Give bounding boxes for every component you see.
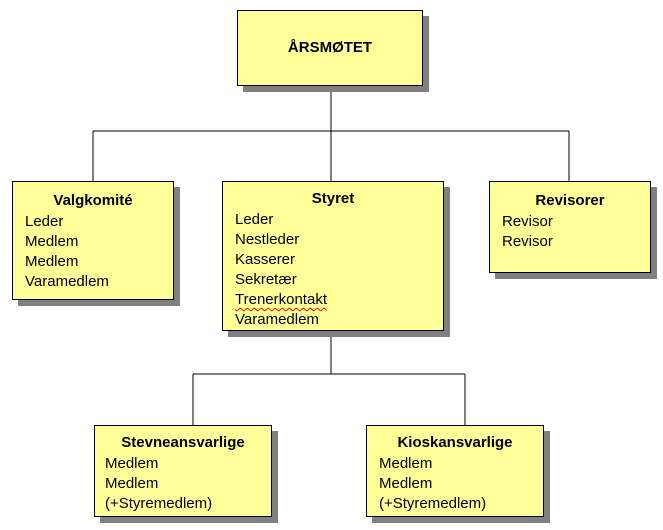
node-item: Leder bbox=[235, 211, 274, 228]
node-item: Varamedlem bbox=[25, 273, 109, 290]
node-item: Nestleder bbox=[235, 231, 300, 248]
node-styret-title: Styret bbox=[311, 190, 355, 207]
node-item: Medlem bbox=[25, 253, 79, 270]
node-item: Medlem bbox=[105, 455, 159, 472]
node-item: (+Styremedlem) bbox=[105, 495, 213, 512]
node-stevneansvarlige: Stevneansvarlige Medlem Medlem (+Styreme… bbox=[94, 425, 272, 517]
node-item: Revisor bbox=[502, 233, 553, 250]
node-styret-items: Leder Nestleder Kasserer Sekretær Trener… bbox=[235, 210, 443, 330]
spellcheck-underlined-text: Trenerkontakt bbox=[235, 291, 327, 308]
node-item: Leder bbox=[25, 213, 64, 230]
node-item: Medlem bbox=[379, 455, 433, 472]
node-stevneansvarlige-items: Medlem Medlem (+Styremedlem) bbox=[105, 454, 271, 514]
node-item: (+Styremedlem) bbox=[379, 495, 487, 512]
node-kioskansvarlige-items: Medlem Medlem (+Styremedlem) bbox=[379, 454, 543, 514]
node-item: Varamedlem bbox=[235, 311, 319, 328]
node-item: Sekretær bbox=[235, 271, 297, 288]
node-item: Medlem bbox=[25, 233, 79, 250]
node-arsmotet-title: ÅRSMØTET bbox=[287, 39, 373, 56]
node-kioskansvarlige: Kioskansvarlige Medlem Medlem (+Styremed… bbox=[366, 425, 544, 517]
node-valgkomite: Valgkomité Leder Medlem Medlem Varamedle… bbox=[12, 181, 174, 300]
node-item: Trenerkontakt bbox=[235, 290, 443, 310]
node-item: Medlem bbox=[105, 475, 159, 492]
node-kioskansvarlige-title: Kioskansvarlige bbox=[397, 434, 513, 451]
node-arsmotet: ÅRSMØTET bbox=[237, 10, 423, 86]
node-revisorer-items: Revisor Revisor bbox=[502, 212, 650, 252]
node-valgkomite-items: Leder Medlem Medlem Varamedlem bbox=[25, 212, 173, 292]
node-revisorer-title: Revisorer bbox=[535, 192, 605, 209]
node-item: Kasserer bbox=[235, 251, 296, 268]
node-item: Medlem bbox=[379, 475, 433, 492]
node-stevneansvarlige-title: Stevneansvarlige bbox=[121, 434, 245, 451]
node-styret: Styret Leder Nestleder Kasserer Sekretær… bbox=[222, 181, 444, 331]
node-revisorer: Revisorer Revisor Revisor bbox=[489, 181, 651, 273]
node-valgkomite-title: Valgkomité bbox=[53, 192, 133, 209]
node-item: Revisor bbox=[502, 213, 553, 230]
